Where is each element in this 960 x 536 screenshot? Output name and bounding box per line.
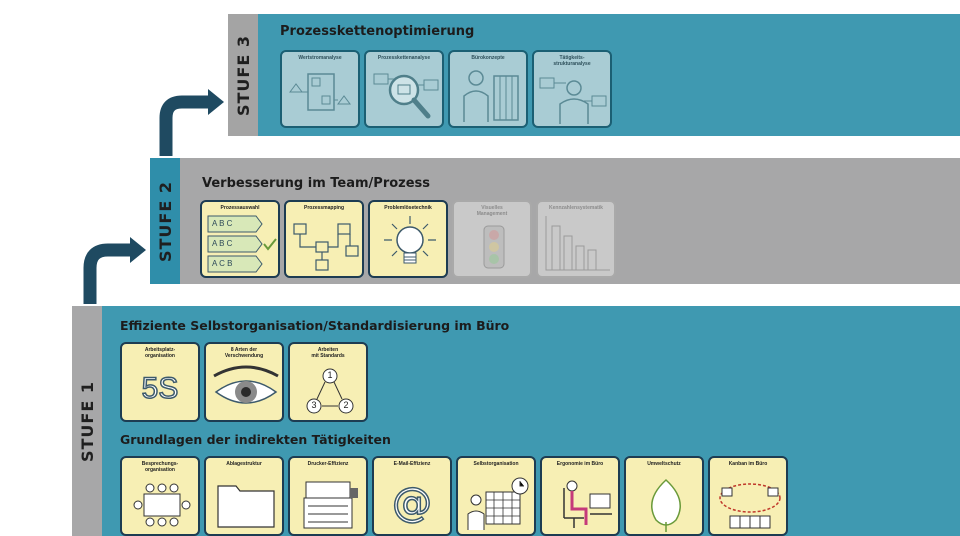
stage1-tab-label: STUFE 1 [77,380,97,462]
process-selection-icon [207,215,277,273]
basic-card-ergonomics: Ergonomie im Büro [540,456,620,536]
stage3-card-activity-analysis: Tätigkeits- strukturanalyse [532,50,612,128]
stage2-panel: Verbesserung im Team/Prozess Prozessausw… [180,158,960,284]
basic-card-printer: Drucker-Effizienz [288,456,368,536]
leaf-icon [651,478,681,532]
basic-card-kanban: Kanban im Büro [708,456,788,536]
activity-analysis-icon [539,77,607,124]
standards-num-3: 3 [311,400,317,410]
stage1-title: Effiziente Selbstorganisation/Standardis… [120,318,510,333]
traffic-light-icon [483,225,505,269]
at-sign-icon: @ [391,479,433,527]
standards-num-2: 2 [343,400,349,410]
basic-card-filing: Ablagestruktur [204,456,284,536]
process-row-1: A B C [212,219,233,228]
office-person-icon [463,70,519,122]
stage3-card-office-concepts: Bürokonzepte [448,50,528,128]
stage1-tab: STUFE 1 [72,306,102,536]
stage2-card-problem-solving: Problemlösetechnik [368,200,448,278]
stage3-tab: STUFE 3 [228,14,258,136]
meeting-table-icon [133,483,191,527]
five-s-text: 5S [141,371,179,406]
basic-card-meeting: Besprechungs- organisation [120,456,200,536]
bar-chart-icon [545,216,610,271]
stage1-panel: Effiziente Selbstorganisation/Standardis… [102,306,960,536]
stage2-card-visual-management: Visuelles Management [452,200,532,278]
basic-card-environment: Umweltschutz [624,456,704,536]
stage3-card-value-stream: Wertstromanalyse [280,50,360,128]
stage3-card-process-chain: Prozesskettenanalyse [364,50,444,128]
printer-icon [303,481,358,529]
standards-num-1: 1 [327,370,333,380]
stage2-card-process-selection: Prozessauswahl A B C A B C A C B [200,200,280,278]
stage1-card-waste: 8 Arten der Verschwendung [204,342,284,422]
standards-cycle-icon [306,368,354,414]
arrow-stage1-to-2-icon [83,237,146,304]
stage2-card-process-mapping: Prozessmapping [284,200,364,278]
stage2-tab: STUFE 2 [150,158,180,284]
calendar-clock-icon [467,477,529,530]
arrow-stage2-to-3-icon [159,89,224,156]
eye-icon [213,365,279,404]
process-row-3: A C B [212,259,233,268]
process-map-icon [293,223,359,271]
lightbulb-icon [384,216,436,264]
basic-card-email: E-Mail-Effizienz @ [372,456,452,536]
value-stream-icon [289,73,351,111]
stage1-subtitle: Grundlagen der indirekten Tätigkeiten [120,432,391,447]
kanban-icon [719,483,781,529]
basic-card-self-organisation: Selbstorganisation [456,456,536,536]
stage2-card-kpi-system: Kennzahlensystematik [536,200,616,278]
stage2-title: Verbesserung im Team/Prozess [202,176,431,191]
stage3-title: Prozesskettenoptimierung [280,24,475,39]
stage2-tab-label: STUFE 2 [155,180,175,262]
folder-icon [217,485,275,528]
stage1-card-standards: Arbeiten mit Standards 1 2 3 [288,342,368,422]
stage1-card-5s: Arbeitsplatz- organisation 5S [120,342,200,422]
stage3-tab-label: STUFE 3 [233,34,253,116]
process-row-2: A B C [212,239,233,248]
stage3-panel: Prozesskettenoptimierung Wertstromanalys… [258,14,960,136]
magnifier-process-icon [373,73,439,119]
ergonomic-chair-icon [563,480,612,528]
